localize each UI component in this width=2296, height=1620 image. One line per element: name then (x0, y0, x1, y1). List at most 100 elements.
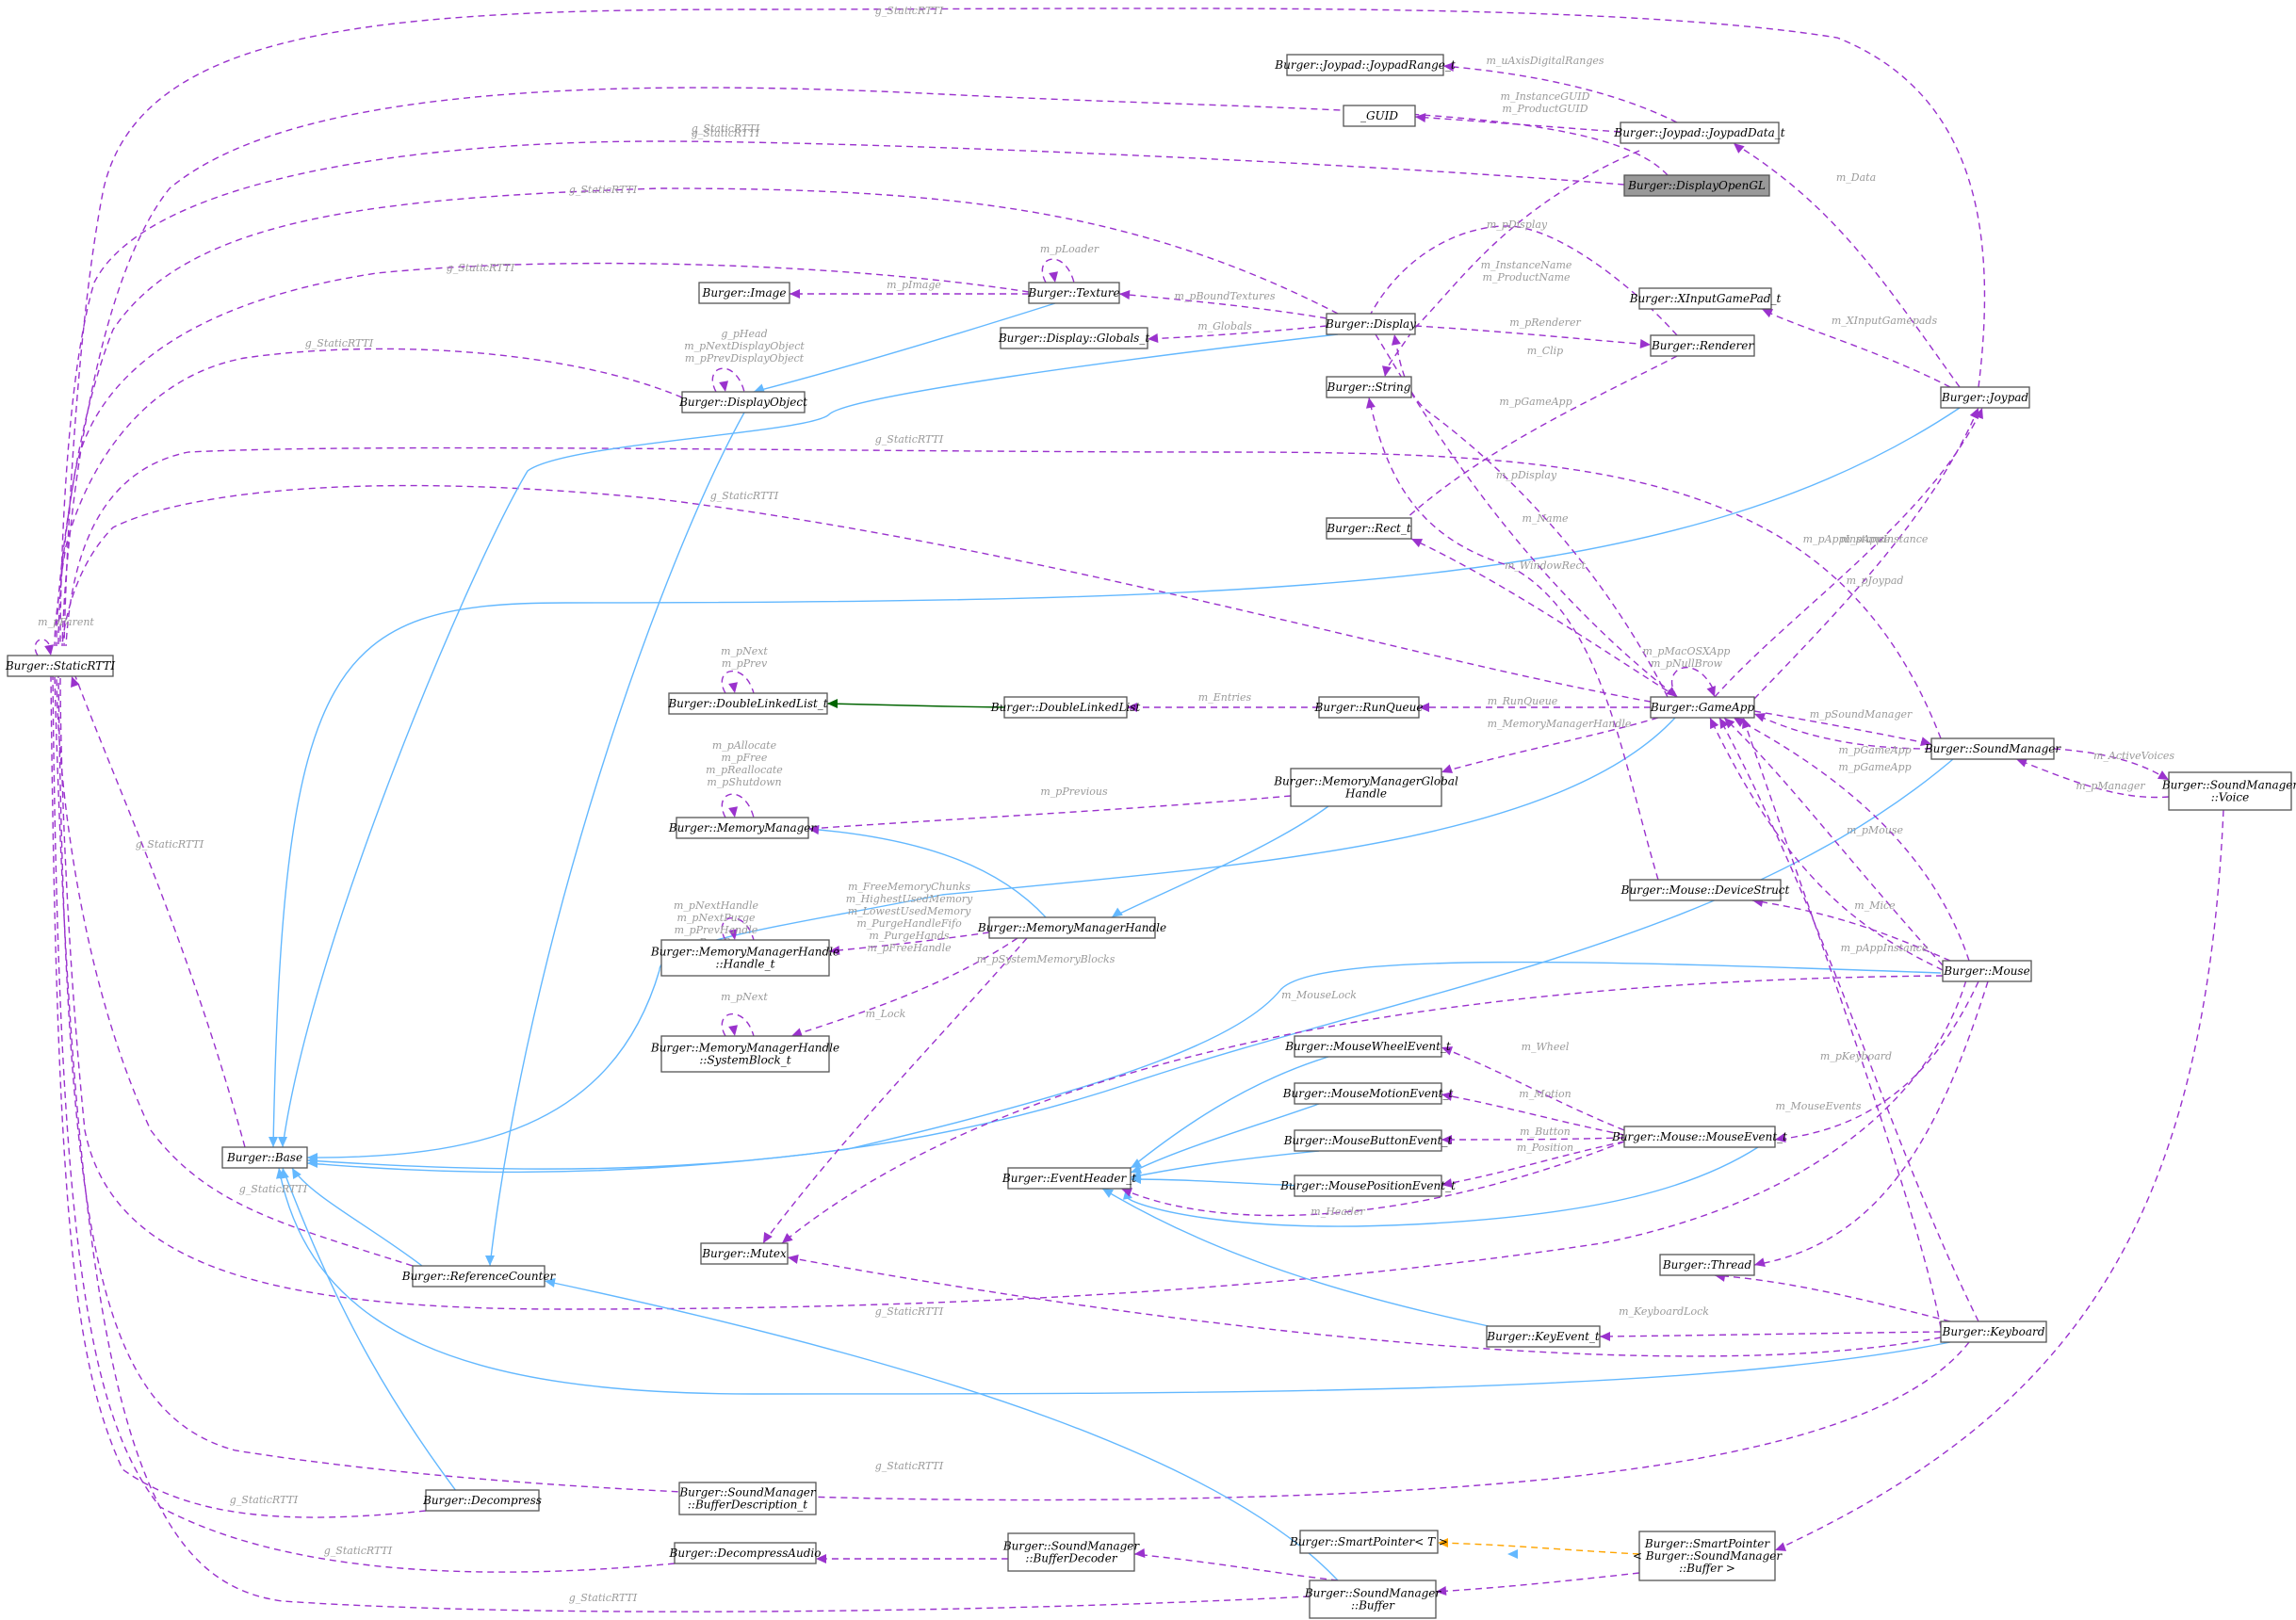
edge-34 (1130, 1174, 1320, 1188)
edge-label-line: m_pSystemMemoryBlocks (977, 953, 1115, 965)
edge-line (306, 961, 1942, 1174)
memory-handle-t-node[interactable]: Burger::MemoryManagerHandle::Handle_t (650, 939, 839, 977)
node-box (1294, 1129, 1442, 1152)
node-box (1299, 1530, 1439, 1554)
game-app-node[interactable]: Burger::GameApp (1650, 696, 1755, 719)
mouse-event-node[interactable]: Burger::Mouse::MouseEvent_t (1611, 1126, 1787, 1148)
sound-voice-node[interactable]: Burger::SoundManager::Voice (2161, 771, 2296, 811)
memory-manager-handle-node[interactable]: Burger::MemoryManagerHandle (977, 916, 1166, 939)
edge-arrowhead (1734, 718, 1746, 727)
edge-label: m_Motion (1519, 1088, 1571, 1100)
edge-label: m_Clip (1527, 345, 1563, 357)
edge-line (65, 446, 1942, 739)
edge-label-line: m_Position (1517, 1142, 1573, 1154)
edge-line (1714, 407, 1983, 698)
xinput-gamepad-node[interactable]: Burger::XInputGamePad_t (1629, 287, 1782, 310)
node-label: Burger::ReferenceCounter (401, 1270, 557, 1283)
edge-arrowhead (71, 676, 80, 688)
sound-buffer-node[interactable]: Burger::SoundManager::Buffer (1304, 1580, 1442, 1619)
mouse-device-struct-node[interactable]: Burger::Mouse::DeviceStruct (1620, 879, 1790, 901)
display-node[interactable]: Burger::Display (1325, 313, 1416, 335)
node-label: Burger::MouseWheelEvent_t (1284, 1040, 1451, 1053)
edge-22 (279, 1167, 472, 1512)
node-label: Burger::Keyboard (1942, 1325, 2045, 1338)
joypad-node[interactable]: Burger::Joypad (1940, 386, 2030, 409)
keyboard-node[interactable]: Burger::Keyboard (1940, 1320, 2047, 1343)
edge-label-line: m_XInputGamepads (1832, 315, 1938, 327)
display-opengl-node[interactable]: Burger::DisplayOpenGL (1623, 174, 1770, 197)
double-linked-list-t-node[interactable]: Burger::DoubleLinkedList_t (667, 692, 828, 715)
edge-36 (1507, 1549, 1518, 1559)
mouse-wheel-event-node[interactable]: Burger::MouseWheelEvent_t (1284, 1035, 1451, 1058)
edge-47 (787, 1254, 1942, 1357)
edge-arrowhead (545, 1277, 556, 1288)
system-block-node[interactable]: Burger::MemoryManagerHandle::SystemBlock… (650, 1035, 839, 1073)
edge-arrowhead (1754, 1257, 1766, 1267)
image-node[interactable]: Burger::Image (698, 282, 790, 304)
mouse-position-event-node[interactable]: Burger::MousePositionEvent_t (1279, 1174, 1456, 1197)
edge-label-line: m_pPrevious (1040, 786, 1108, 798)
edge-line (1384, 150, 1640, 378)
node-label: Burger::Renderer (1651, 339, 1754, 352)
buffer-decoder-node[interactable]: Burger::SoundManager::BufferDecoder (1002, 1532, 1141, 1572)
thread-node[interactable]: Burger::Thread (1659, 1254, 1755, 1276)
double-linked-list-node[interactable]: Burger::DoubleLinkedList (990, 696, 1141, 719)
mouse-node[interactable]: Burger::Mouse (1942, 960, 2032, 982)
event-header-node[interactable]: Burger::EventHeader_t (1001, 1167, 1136, 1190)
renderer-node[interactable]: Burger::Renderer (1650, 334, 1755, 357)
rect-node[interactable]: Burger::Rect_t (1326, 517, 1412, 540)
decompress-node[interactable]: Burger::Decompress (422, 1489, 542, 1512)
sound-manager-node[interactable]: Burger::SoundManager (1924, 737, 2062, 760)
node-label: Burger::Base (226, 1151, 302, 1164)
key-event-node[interactable]: Burger::KeyEvent_t (1486, 1325, 1601, 1348)
edge-label-line: g_StaticRTTI (875, 1460, 944, 1472)
mouse-button-event-node[interactable]: Burger::MouseButtonEvent_t (1283, 1129, 1453, 1152)
edge-line (781, 975, 1944, 1244)
edge-92 (1118, 289, 1327, 319)
node-label: Burger::Joypad::JoypadRange_t (1274, 58, 1456, 72)
node-label: Burger::SoundManager (678, 1486, 817, 1499)
mutex-node[interactable]: Burger::Mutex (700, 1242, 789, 1265)
edge-79 (1410, 538, 1678, 698)
run-queue-node[interactable]: Burger::RunQueue (1314, 696, 1424, 719)
mouse-motion-event-node[interactable]: Burger::MouseMotionEvent_t (1282, 1082, 1454, 1105)
node-box (1486, 1325, 1601, 1348)
edge-arrowhead (1381, 365, 1392, 377)
decompress-audio-node[interactable]: Burger::DecompressAudio (669, 1542, 822, 1564)
display-globals-node[interactable]: Burger::Display::Globals_t (998, 327, 1150, 349)
edge-45 (1714, 1272, 1951, 1322)
smart-pointer-template-node[interactable]: Burger::SmartPointer< T > (1289, 1530, 1448, 1554)
edge-label-line: m_Name (1522, 512, 1569, 525)
edge-label-line: m_pKeyboard (1820, 1050, 1892, 1062)
base-node[interactable]: Burger::Base (221, 1146, 308, 1169)
static-rtti-node[interactable]: Burger::StaticRTTI (5, 655, 116, 677)
texture-node[interactable]: Burger::Texture (1027, 282, 1120, 304)
buffer-description-node[interactable]: Burger::SoundManager::BufferDescription_… (678, 1482, 817, 1515)
edge-line (1599, 1331, 1942, 1337)
edge-label: m_pImage (887, 279, 941, 291)
node-label: Burger::Rect_t (1326, 522, 1411, 535)
edge-label: m_pBoundTextures (1174, 290, 1275, 302)
edge-arrowhead (1724, 718, 1735, 729)
reference-counter-node[interactable]: Burger::ReferenceCounter (401, 1265, 557, 1288)
edge-label: m_Name (1522, 512, 1569, 525)
edge-23 (291, 1167, 423, 1267)
joypad-data-node[interactable]: Burger::Joypad::JoypadData_t (1613, 122, 1785, 144)
edge-label-line: m_pSoundManager (1810, 708, 1913, 721)
display-object-node[interactable]: Burger::DisplayObject (678, 391, 807, 413)
node-box (1650, 696, 1755, 719)
edge-label: m_Mice (1854, 899, 1896, 912)
string-node[interactable]: Burger::String (1326, 376, 1412, 398)
edge-label-line: m_Header (1311, 1206, 1365, 1218)
edge-line (50, 675, 427, 1518)
guid-node[interactable]: _GUID (1343, 105, 1416, 127)
edge-51 (1441, 1046, 1625, 1131)
memory-manager-node[interactable]: Burger::MemoryManager (668, 817, 818, 839)
joypad-range-node[interactable]: Burger::Joypad::JoypadRange_t (1274, 54, 1456, 76)
node-label: ::Buffer > (1679, 1562, 1735, 1575)
smart-pointer-buffer-node[interactable]: Burger::SmartPointer< Burger::SoundManag… (1633, 1531, 1783, 1581)
edge-arrowhead (292, 1168, 301, 1180)
edge-13 (52, 666, 414, 1267)
